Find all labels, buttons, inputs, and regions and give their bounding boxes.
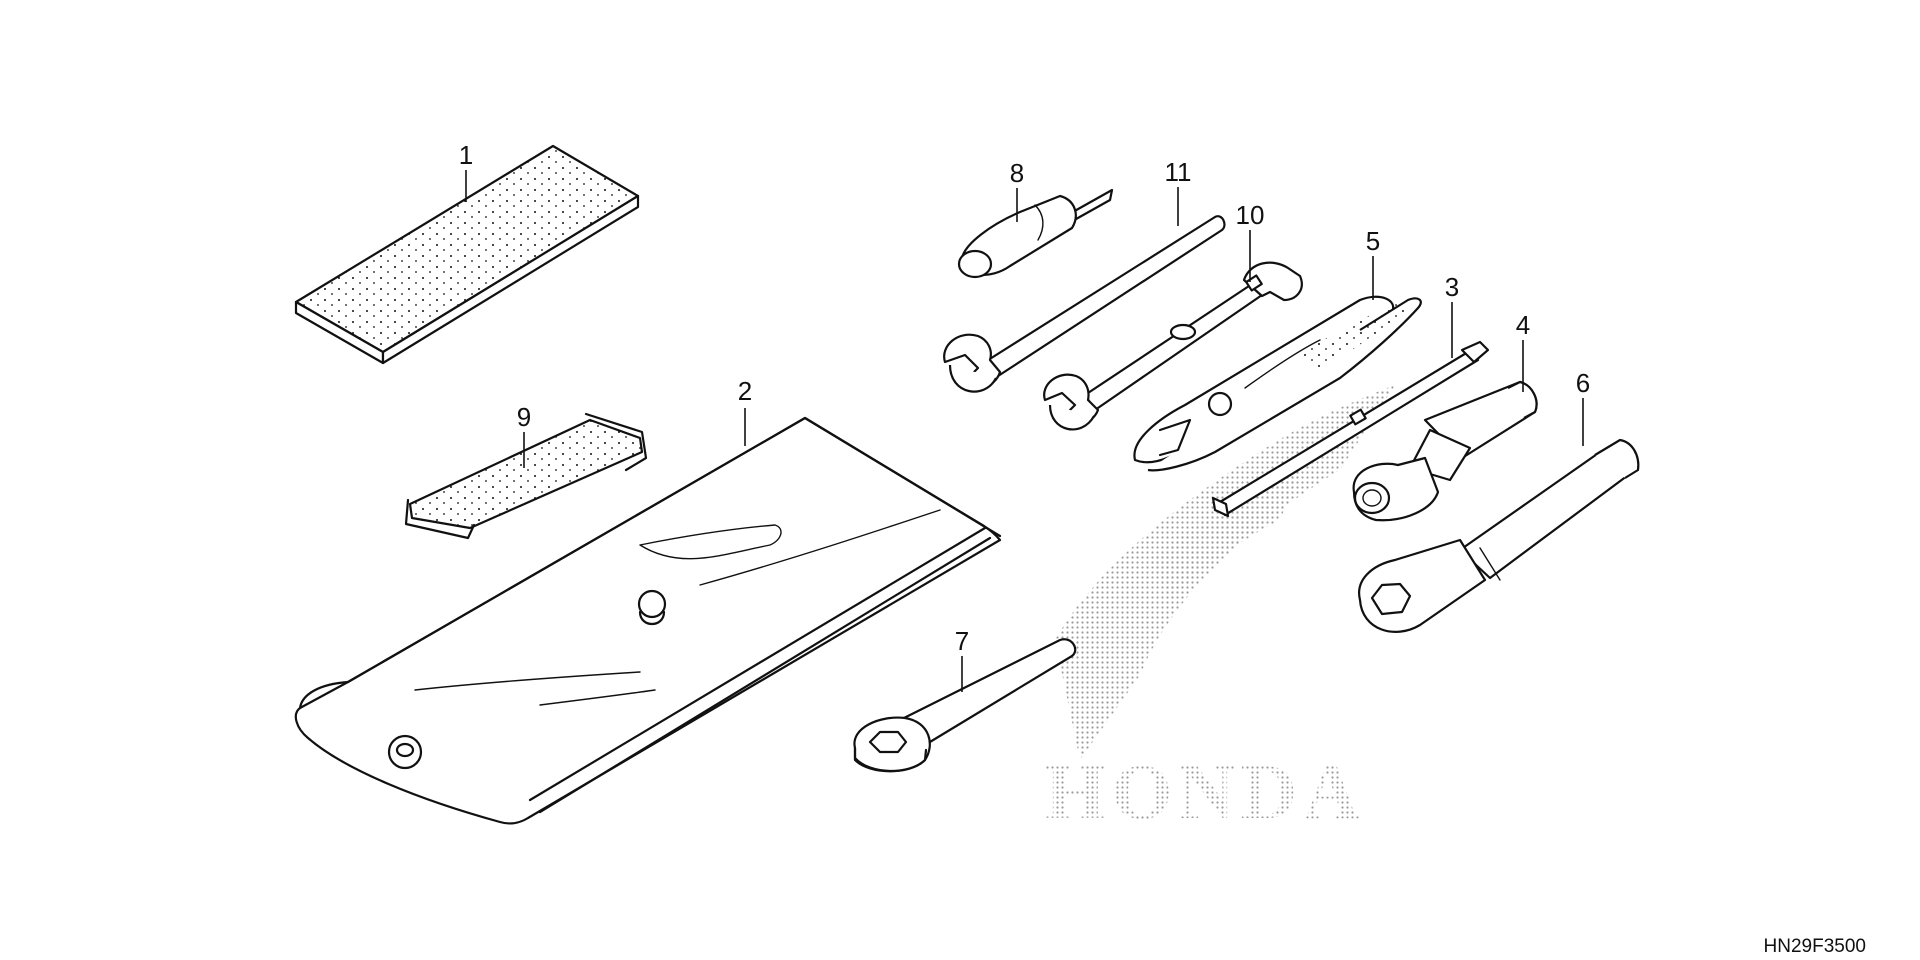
part-5-pliers [1133,295,1422,472]
callout-8: 8 [1010,158,1024,188]
callout-4: 4 [1516,310,1530,340]
part-8-screwdriver-grip [957,188,1114,279]
honda-wordmark: HONDA [1045,748,1365,835]
drawing-code: HN29F3500 [1764,936,1866,957]
leader-lines [465,170,1584,692]
callout-3: 3 [1445,272,1459,302]
callout-7: 7 [955,626,969,656]
callout-5: 5 [1366,226,1380,256]
part-3-screwdriver [1211,340,1490,518]
callout-2: 2 [738,376,752,406]
part-9-strap [404,412,648,540]
callout-9: 9 [517,402,531,432]
part-11-wrench [943,215,1226,393]
part-4-box-spanner [1352,380,1538,522]
callout-labels: 1 2 3 4 5 6 7 8 9 10 11 [459,140,1590,656]
callout-10: 10 [1236,200,1265,230]
callout-11: 11 [1165,157,1192,187]
part-7-ring-wrench [853,638,1077,773]
honda-logo-watermark: HONDA [1045,385,1395,835]
part-10-wrench [1043,261,1303,431]
callout-6: 6 [1576,368,1590,398]
part-1-foam-pad [294,144,640,365]
callout-1: 1 [459,140,473,170]
part-6-socket-wrench [1358,438,1640,633]
part-2-tool-bag [294,416,1002,825]
